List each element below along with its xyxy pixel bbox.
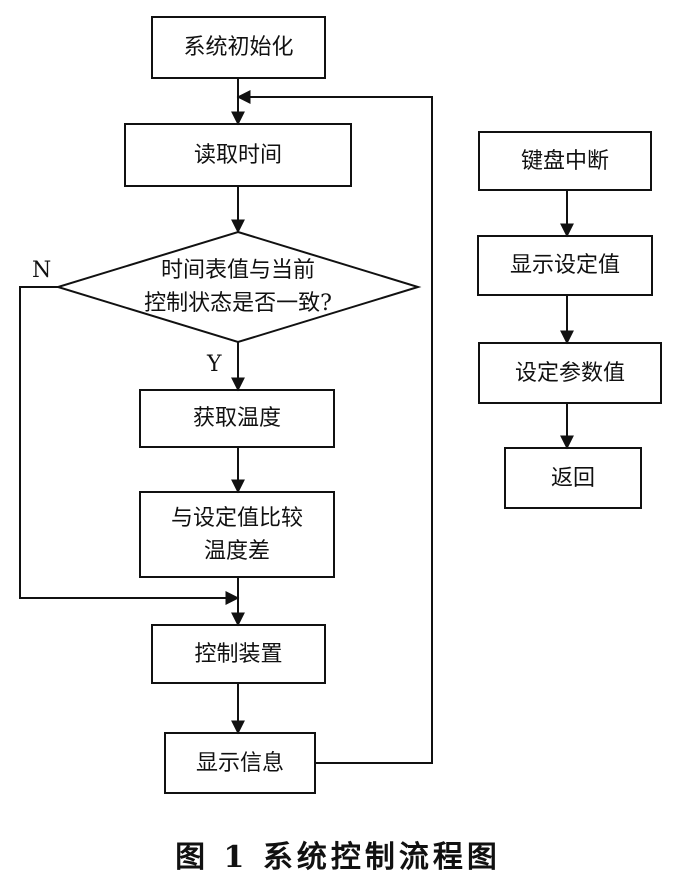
arrow-loop-back [236,90,433,764]
node-show-set-label: 显示设定值 [509,253,620,278]
node-kb-interrupt-box [478,131,652,191]
node-get-temp-label: 获取温度 [192,406,281,431]
node-kb-interrupt-label: 键盘中断 [520,148,609,174]
edge-label-yes: Y [207,352,222,377]
node-compare-label: 与设定值比较 温度差 [170,505,303,564]
node-return-label: 返回 [550,465,595,491]
node-init-label: 系统初始化 [183,35,294,60]
node-set-params-label: 设定参数值 [514,360,625,386]
node-decision-label: 时间表值与当前 控制状态是否一致? [144,258,332,316]
edge-label-no: N [32,258,52,283]
node-read-time-label: 读取时间 [193,142,282,168]
node-display-label: 显示信息 [195,750,284,776]
node-control-label: 控制装置 [194,641,283,667]
arrow-decision-no [19,286,240,605]
figure-caption: 图 1 系统控制流程图 [175,840,501,875]
